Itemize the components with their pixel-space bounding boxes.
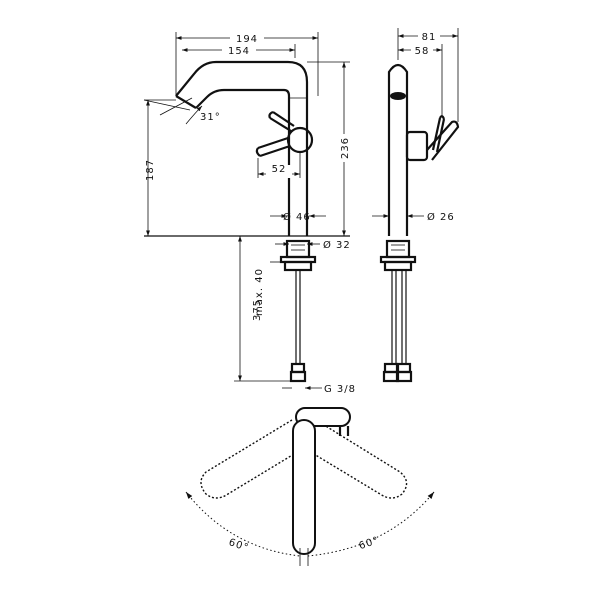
- dim-rotation-right: 60°: [358, 535, 381, 552]
- dim-lever-offset: 52: [272, 164, 287, 175]
- dim-spout-height: 187: [145, 159, 156, 181]
- front-dimensions: 194 154 31° 187 236 52 Ø 46 Ø 32: [143, 31, 356, 395]
- spout-center: [292, 419, 316, 555]
- dim-body-diameter: Ø 46: [283, 211, 311, 223]
- aerator: [390, 92, 406, 100]
- supply-hoses: [289, 270, 307, 383]
- top-view: 60° 60°: [185, 407, 435, 566]
- spout: [175, 60, 309, 236]
- side-hoses: [382, 270, 413, 383]
- front-view: [144, 60, 350, 383]
- side-dimensions: 81 58 Ø 26: [372, 28, 459, 223]
- dim-max-depth: max. 40: [254, 268, 265, 316]
- dim-rotation-left: 60°: [227, 537, 250, 554]
- dim-spout-angle: 31°: [200, 112, 221, 123]
- side-shank: [379, 239, 417, 272]
- spout-rotated-right: [303, 419, 408, 499]
- dim-width-reach: 154: [228, 46, 250, 57]
- dim-side-lever: 58: [415, 46, 430, 57]
- dim-side-depth: 81: [422, 32, 437, 43]
- dim-side-diameter: Ø 26: [427, 211, 455, 223]
- dim-total-height: 236: [340, 137, 351, 159]
- dim-shank-diameter: Ø 32: [323, 239, 351, 251]
- mounting-shank: [279, 239, 317, 272]
- dim-mount-depth: 375: [252, 299, 263, 321]
- side-lever: [405, 115, 460, 162]
- side-body: [387, 63, 409, 236]
- spout-rotated-left: [200, 419, 305, 499]
- lever-handle: [255, 110, 314, 158]
- dim-width-total: 194: [236, 34, 258, 45]
- dim-connection: G 3/8: [324, 384, 356, 395]
- side-view: [379, 63, 460, 383]
